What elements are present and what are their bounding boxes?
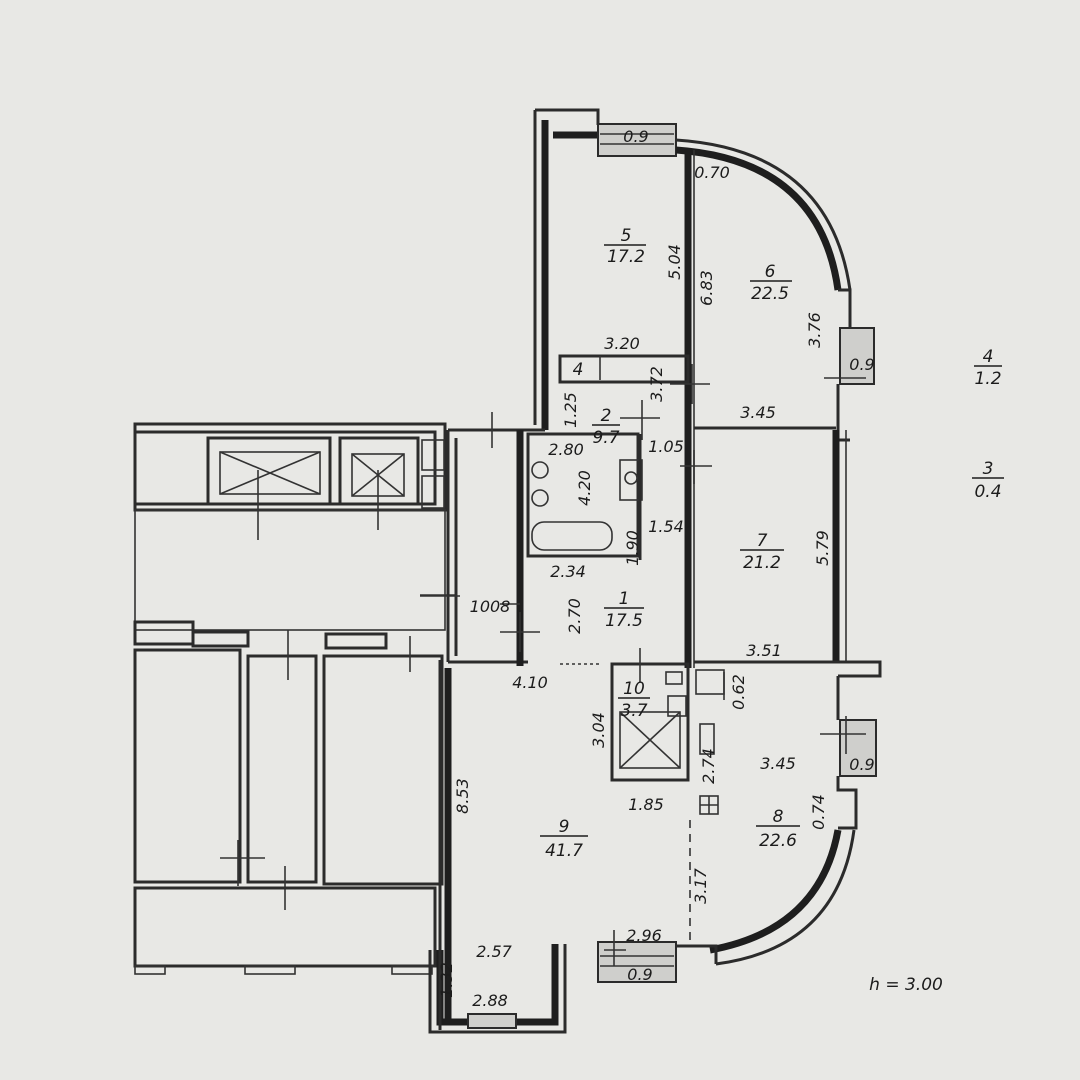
svg-text:17.2: 17.2 xyxy=(607,247,645,267)
dim-3-20: 3.20 xyxy=(604,334,640,353)
svg-text:7: 7 xyxy=(757,531,768,551)
svg-text:5: 5 xyxy=(621,226,632,246)
dim-1-05: 1.05 xyxy=(648,437,684,456)
dim-1-90: 1.90 xyxy=(623,530,642,566)
dim-2-57: 2.57 xyxy=(476,942,512,961)
dim-1-32: 1.32 xyxy=(437,962,456,998)
svg-text:10: 10 xyxy=(623,679,645,699)
window-top xyxy=(597,123,677,157)
dim-2-74: 2.74 xyxy=(699,748,718,784)
room-1-label: 1 17.5 xyxy=(604,589,644,631)
svg-text:21.2: 21.2 xyxy=(743,553,781,573)
dim-0-9-right: 0.9 xyxy=(849,355,874,374)
room-2-label: 2 9.7 xyxy=(592,406,620,448)
svg-text:3.7: 3.7 xyxy=(620,701,647,721)
dim-3-76: 3.76 xyxy=(805,312,824,348)
dim-8-53: 8.53 xyxy=(453,778,472,814)
dim-2-80: 2.80 xyxy=(548,440,584,459)
dim-3-17: 3.17 xyxy=(691,867,710,903)
room-tag-4-small: 4 xyxy=(573,360,584,380)
room-labels: 5 17.2 6 22.5 4 1.2 2 9.7 3 0.4 7 21.2 xyxy=(540,226,1004,861)
elevator-shaft-large xyxy=(206,436,332,506)
svg-text:3: 3 xyxy=(983,459,994,479)
svg-text:9.7: 9.7 xyxy=(592,428,619,448)
dim-3-45-b: 3.45 xyxy=(760,754,796,773)
room-4-label: 4 1.2 xyxy=(974,347,1002,389)
dim-1-54: 1.54 xyxy=(648,517,684,536)
dim-0-9-top: 0.9 xyxy=(623,127,648,146)
dim-0-70: 0.70 xyxy=(694,163,730,182)
apartment-walls xyxy=(420,108,882,1034)
dimension-labels: 0.9 0.70 5.04 6.83 3.76 0.9 3.20 3.72 1.… xyxy=(437,127,875,1010)
ceiling-height: h = 3.00 xyxy=(869,975,943,995)
dim-3-04: 3.04 xyxy=(589,712,608,748)
svg-text:6: 6 xyxy=(765,262,776,282)
dim-5-79: 5.79 xyxy=(813,530,832,566)
dim-0-74: 0.74 xyxy=(809,794,828,830)
room-9-label: 9 41.7 xyxy=(540,817,588,861)
dim-3-72: 3.72 xyxy=(647,366,666,402)
svg-text:17.5: 17.5 xyxy=(605,611,643,631)
room-7-label: 7 21.2 xyxy=(740,531,784,573)
dim-3-45-a: 3.45 xyxy=(740,403,776,422)
dim-4-20: 4.20 xyxy=(575,470,594,506)
dim-1-85: 1.85 xyxy=(628,795,664,814)
svg-text:9: 9 xyxy=(559,817,570,837)
dim-3-51: 3.51 xyxy=(746,641,782,660)
elevator-shaft-small xyxy=(338,436,420,506)
svg-text:22.5: 22.5 xyxy=(751,284,789,304)
svg-text:8: 8 xyxy=(773,807,784,827)
svg-text:22.6: 22.6 xyxy=(759,831,797,851)
dim-5-04: 5.04 xyxy=(665,244,684,280)
room-10-label: 10 3.7 xyxy=(618,679,650,721)
dim-4-10: 4.10 xyxy=(512,673,548,692)
svg-text:1.2: 1.2 xyxy=(974,369,1001,389)
dim-6-83: 6.83 xyxy=(697,270,716,306)
dim-0-62: 0.62 xyxy=(729,674,748,710)
dim-2-88: 2.88 xyxy=(472,991,508,1010)
dim-2-34: 2.34 xyxy=(550,562,586,581)
svg-text:0.4: 0.4 xyxy=(974,482,1001,502)
window-bottom xyxy=(597,941,677,983)
window-right-lower xyxy=(839,719,877,777)
building-core xyxy=(133,422,455,975)
dim-0-9-mid: 0.9 xyxy=(849,755,874,774)
svg-text:4: 4 xyxy=(983,347,994,367)
dim-1008: 1008 xyxy=(470,597,511,616)
dim-0-9-bottom: 0.9 xyxy=(627,965,652,984)
dim-2-96: 2.96 xyxy=(626,926,662,945)
dim-1-25: 1.25 xyxy=(561,392,580,428)
room-8-label: 8 22.6 xyxy=(756,807,800,851)
svg-text:2: 2 xyxy=(601,406,612,426)
svg-text:41.7: 41.7 xyxy=(545,841,583,861)
window-right-upper xyxy=(839,327,875,385)
room-5-label: 5 17.2 xyxy=(604,226,646,267)
room-3-label: 3 0.4 xyxy=(972,459,1004,502)
svg-text:1: 1 xyxy=(619,589,630,609)
dim-2-70: 2.70 xyxy=(565,598,584,634)
room-6-label: 6 22.5 xyxy=(750,262,792,304)
